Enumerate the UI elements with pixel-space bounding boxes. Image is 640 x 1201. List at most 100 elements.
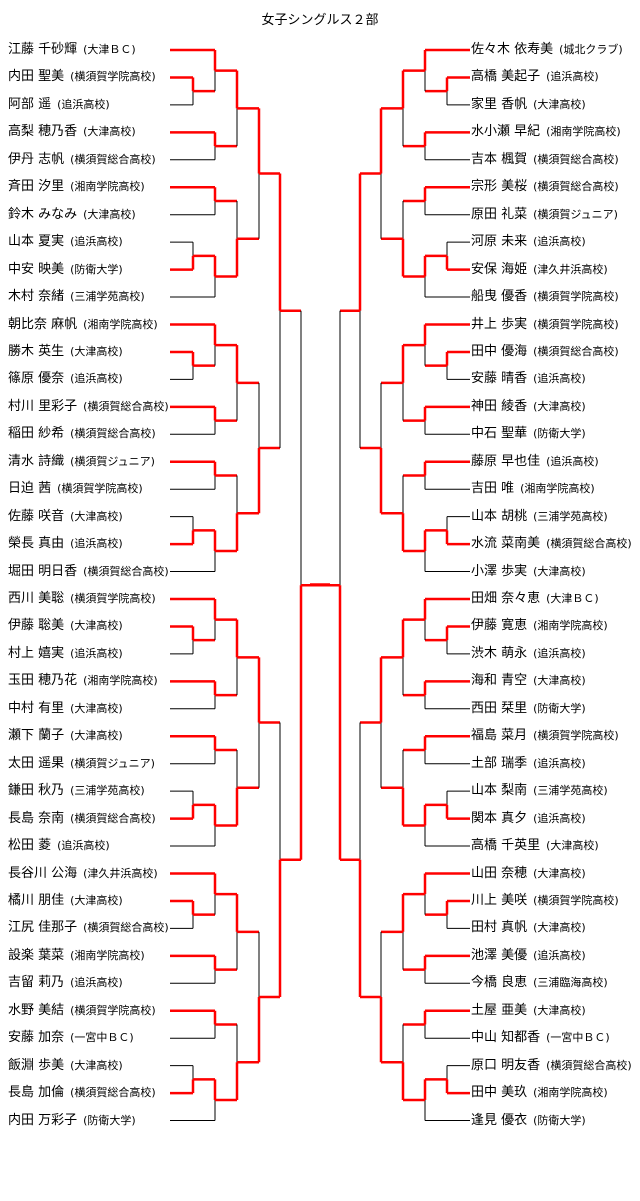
- player-name: 瀬下 蘭子: [8, 728, 65, 744]
- player-team: (横須賀総合高校): [70, 152, 156, 166]
- player-entry: 渋木 萌永(追浜高校): [471, 644, 639, 664]
- player-entry: 中山 知都香(一宮中ＢＣ): [471, 1028, 639, 1048]
- player-team: (横須賀学院高校): [533, 317, 619, 331]
- player-entry: 宗形 美桜(横須賀総合高校): [471, 177, 639, 197]
- player-name: 佐藤 咲音: [8, 508, 65, 524]
- player-name: 橘川 朋佳: [8, 892, 65, 908]
- player-entry: 関本 真夕(追浜高校): [471, 809, 639, 829]
- player-name: 勝木 英生: [8, 343, 65, 359]
- player-name: 榮長 真由: [8, 536, 65, 552]
- player-team: (津久井浜高校): [533, 262, 608, 276]
- player-name: 土屋 亜美: [471, 1002, 528, 1018]
- player-entry: 橘川 朋佳 (大津高校): [8, 891, 172, 911]
- player-team: (横須賀総合高校): [70, 427, 156, 441]
- player-team: (大津高校): [70, 344, 123, 358]
- player-team: (大津高校): [70, 893, 123, 907]
- player-entry: 水流 菜南美(横須賀総合高校): [471, 534, 639, 554]
- player-team: (防衛大学): [533, 427, 586, 441]
- player-entry: 井上 歩実 (横須賀学院高校): [471, 315, 639, 335]
- player-entry: 玉田 穂乃花(湘南学院高校): [8, 671, 172, 691]
- player-name: 関本 真夕: [471, 810, 528, 826]
- player-name: 安保 海姫: [471, 261, 528, 277]
- player-team: (追浜高校): [57, 97, 110, 111]
- player-team: (津久井浜高校): [83, 866, 158, 880]
- player-entry: 高梨 穂乃香(大津高校): [8, 122, 172, 142]
- player-team: (横須賀学院高校): [533, 290, 619, 304]
- player-team: (三浦学苑高校): [533, 784, 608, 798]
- player-team: (追浜高校): [533, 372, 586, 386]
- player-name: 山本 梨南: [471, 783, 528, 799]
- player-name: 池澤 美優: [471, 947, 528, 963]
- player-entry: 朝比奈 麻帆(湘南学院高校): [8, 315, 172, 335]
- player-entry: 瀬下 蘭子(大津高校): [8, 726, 172, 746]
- player-entry: 江尻 佳那子 (横須賀総合高校): [8, 918, 172, 938]
- player-name: 江尻 佳那子: [8, 920, 78, 936]
- player-entry: 斉田 汐里(湘南学院高校): [8, 177, 172, 197]
- player-name: 田畑 奈々恵: [471, 591, 541, 606]
- player-team: (追浜高校): [70, 372, 123, 386]
- player-entry: 長島 加倫(横須賀総合高校): [8, 1083, 172, 1103]
- player-team: (湘南学院高校): [83, 317, 158, 331]
- player-name: 長谷川 公海: [8, 865, 78, 881]
- player-name: 設楽 葉菜: [8, 947, 65, 963]
- player-team: (大津高校): [533, 921, 586, 935]
- player-name: 佐々木 依寿美: [471, 42, 554, 57]
- player-entry: 高橋 美起子(追浜高校): [471, 67, 639, 87]
- player-name: 原口 明友香: [471, 1057, 541, 1073]
- player-name: 木村 奈緒: [8, 289, 65, 305]
- player-entry: 山本 梨南 (三浦学苑高校): [471, 781, 639, 801]
- player-team: (大津ＢＣ): [83, 43, 136, 56]
- player-entry: 清水 詩織(横須賀ジュニア): [8, 452, 172, 472]
- player-name: 小澤 歩実: [471, 563, 528, 579]
- player-team: (大津高校): [533, 674, 586, 688]
- player-entry: 川上 美咲 (横須賀学院高校): [471, 891, 639, 911]
- player-name: 中石 聖華: [471, 426, 528, 442]
- player-team: (湘南学院高校): [83, 674, 158, 688]
- player-name: 長島 奈南: [8, 810, 65, 826]
- player-team: (大津高校): [546, 839, 599, 853]
- player-entry: 河原 未来(追浜高校): [471, 232, 639, 252]
- player-name: 渋木 萌永: [471, 645, 528, 661]
- player-team: (湘南学院高校): [70, 948, 145, 962]
- player-team: (大津高校): [70, 1058, 123, 1072]
- player-team: (横須賀学院高校): [533, 893, 619, 907]
- player-team: (横須賀総合高校): [83, 399, 169, 413]
- player-name: 山田 奈穂: [471, 865, 528, 881]
- player-name: 高橋 美起子: [471, 69, 541, 85]
- player-name: 山本 胡桃: [471, 508, 528, 524]
- player-team: (横須賀総合高校): [83, 921, 169, 935]
- player-name: 村川 里彩子: [8, 398, 78, 414]
- player-team: (湘南学院高校): [70, 180, 145, 194]
- player-name: 中山 知都香: [471, 1030, 541, 1046]
- player-name: 中安 映美: [8, 261, 65, 277]
- player-entry: 伊藤 寛恵(湘南学院高校): [471, 616, 639, 636]
- player-name: 井上 歩実: [471, 316, 528, 332]
- player-name: 海和 青空: [471, 673, 528, 689]
- player-entry: 伊藤 聡美(大津高校): [8, 616, 172, 636]
- player-name: 内田 万彩子: [8, 1112, 78, 1128]
- player-entry: 伊丹 志帆(横須賀総合高校): [8, 150, 172, 170]
- player-entry: 勝木 英生 (大津高校): [8, 342, 172, 362]
- player-team: (横須賀総合高校): [533, 180, 619, 194]
- player-entry: 堀田 明日香(横須賀総合高校): [8, 562, 172, 582]
- player-name: 逢見 優衣: [471, 1112, 528, 1128]
- player-entry: 田畑 奈々恵(大津ＢＣ): [471, 589, 639, 609]
- player-entry: 福島 菜月(横須賀学院高校): [471, 726, 639, 746]
- player-team: (大津高校): [533, 564, 586, 578]
- player-entry: 高橋 千英里(大津高校): [471, 836, 639, 856]
- player-name: 山本 夏実: [8, 234, 65, 250]
- player-entry: 内田 聖美(横須賀学院高校): [8, 67, 172, 87]
- player-team: (横須賀総合高校): [70, 811, 156, 825]
- player-entry: 佐藤 咲音(大津高校): [8, 507, 172, 527]
- player-name: 川上 美咲: [471, 892, 528, 908]
- player-entry: 家里 香帆(大津高校): [471, 95, 639, 115]
- player-entry: 長島 奈南 (横須賀総合高校): [8, 809, 172, 829]
- player-entry: 吉留 莉乃(追浜高校): [8, 973, 172, 993]
- player-name: 江藤 千砂輝: [8, 42, 78, 57]
- player-entry: 水野 美結(横須賀学院高校): [8, 1001, 172, 1021]
- player-team: (追浜高校): [70, 537, 123, 551]
- player-entry: 西田 栞里(防衛大学): [471, 699, 639, 719]
- player-team: (横須賀総合高校): [546, 1058, 632, 1072]
- player-name: 神田 綾香: [471, 398, 528, 414]
